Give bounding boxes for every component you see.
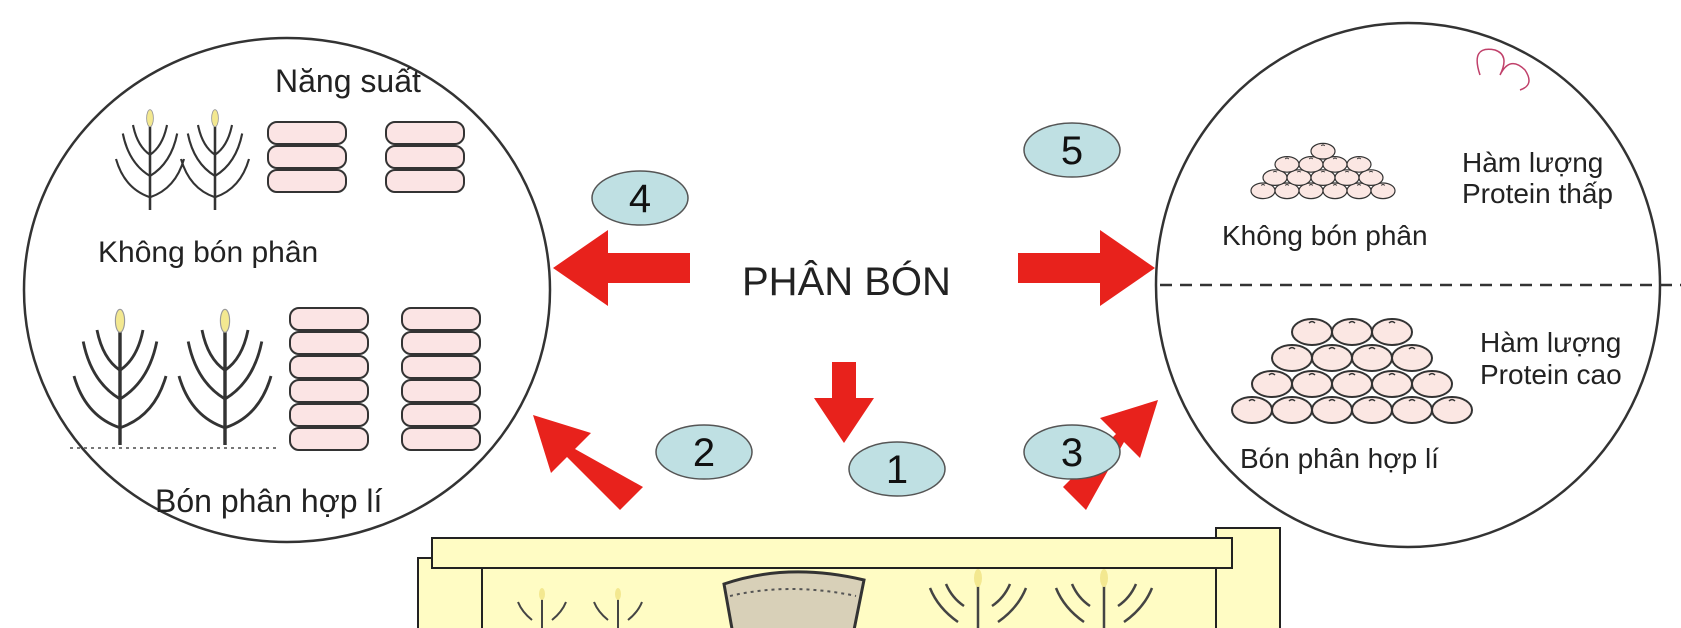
protein-low-line2: Protein thấp (1462, 178, 1613, 209)
svg-text:3: 3 (1061, 431, 1083, 475)
svg-text:1: 1 (886, 448, 908, 492)
svg-text:4: 4 (629, 177, 651, 221)
badge-2: 2 (655, 424, 753, 480)
badge-5: 5 (1023, 122, 1121, 178)
left-yield-panel: Năng suất Không bón phân Bón phân hợp lí (22, 36, 552, 544)
signature-mark (1476, 48, 1530, 91)
svg-text:2: 2 (693, 431, 715, 475)
arrow-to-left-panel (553, 230, 690, 306)
fertilizer-bag-icon (722, 570, 866, 628)
left-caption-unfertilized: Không bón phân (98, 236, 318, 269)
protein-high-line2: Protein cao (1480, 359, 1622, 390)
badge-3: 3 (1023, 424, 1121, 480)
bottom-plants-right (928, 569, 1154, 628)
protein-low-line1: Hàm lượng (1462, 147, 1603, 178)
yield-label: Năng suất (275, 63, 421, 99)
arrow-up-left (533, 415, 643, 510)
right-protein-panel: Hàm lượng Protein thấp Không bón phân Hà… (1154, 21, 1681, 549)
arrow-down (814, 362, 874, 443)
plant-group-fertilized (70, 307, 280, 449)
svg-text:5: 5 (1061, 129, 1083, 173)
protein-high-line1: Hàm lượng (1480, 327, 1621, 358)
arrow-to-right-panel (1018, 230, 1155, 306)
center-label: PHÂN BÓN (742, 259, 951, 304)
bottom-plants-left (517, 588, 643, 628)
badge-4: 4 (591, 170, 689, 226)
left-caption-fertilized: Bón phân hợp lí (155, 483, 382, 519)
badge-1: 1 (848, 441, 946, 497)
left-panel-circle (22, 36, 552, 544)
right-caption-unfertilized: Không bón phân (1222, 220, 1428, 251)
right-caption-fertilized: Bón phân hợp lí (1240, 443, 1439, 474)
bottom-scroll-panel (417, 527, 1281, 628)
